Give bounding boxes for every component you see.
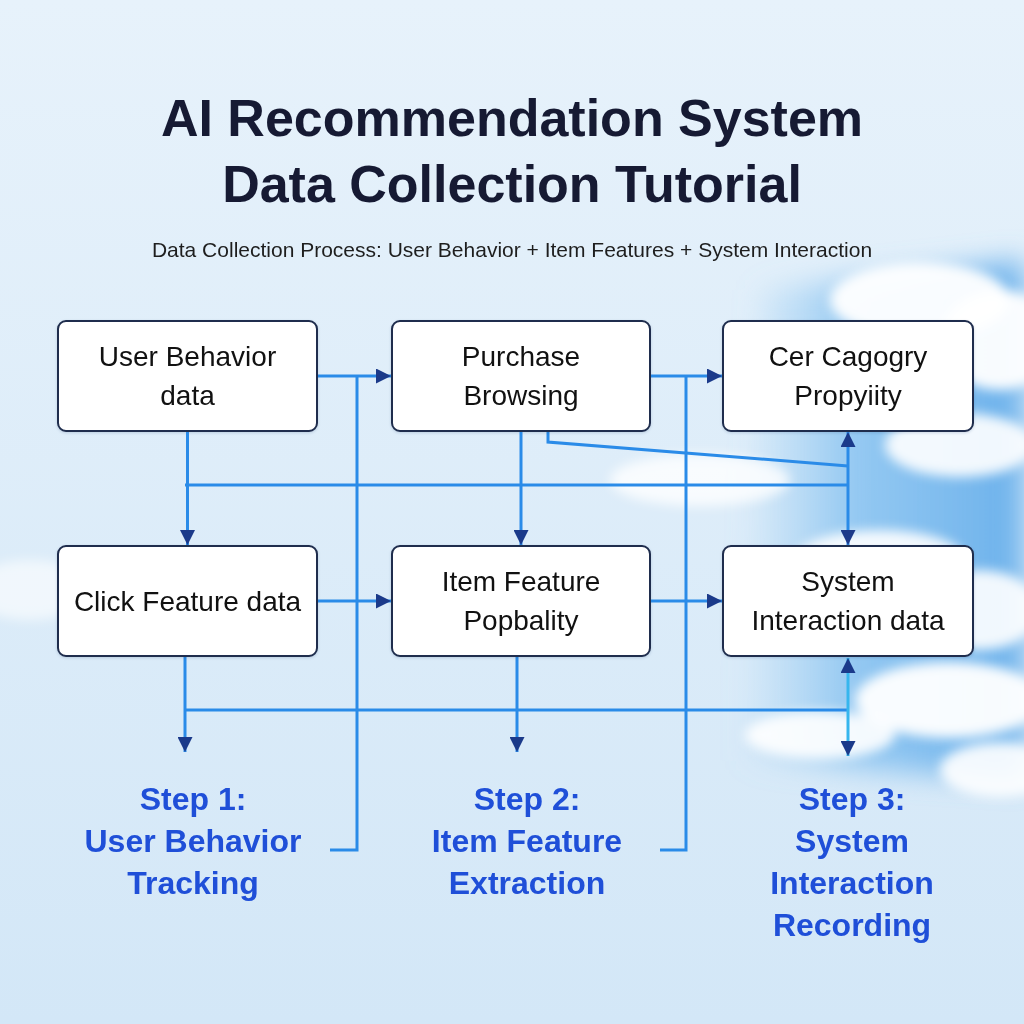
box-text: Purchase Browsing: [403, 337, 639, 415]
box-text: Item Feature Popbality: [403, 562, 639, 640]
flow-arrow: [651, 600, 722, 603]
box-text: User Behavior data: [69, 337, 306, 415]
step-heading: Step 3:: [742, 778, 962, 820]
clouds: [0, 262, 1024, 798]
bracket-wire: [330, 376, 357, 850]
process-box: User Behavior data: [57, 320, 318, 432]
step-arrow: [184, 656, 187, 752]
step-heading: Step 1:: [58, 778, 328, 820]
cloud: [940, 742, 1024, 798]
cross-wire: [548, 432, 848, 466]
step-description: User Behavior Tracking: [58, 820, 328, 904]
flow-arrow: [186, 432, 189, 545]
box-text: Click Feature data: [74, 582, 301, 621]
process-box: System Interaction data: [722, 545, 974, 657]
box-text: System Interaction data: [734, 562, 962, 640]
step-heading: Step 2:: [392, 778, 662, 820]
step-description: System Interaction Recording: [742, 820, 962, 946]
flow-arrow: [520, 432, 523, 545]
bracket-wire: [660, 376, 686, 850]
step-arrow: [516, 656, 519, 752]
process-box: Item Feature Popbality: [391, 545, 651, 657]
diagram-title: AI Recommendation System Data Collection…: [102, 85, 922, 217]
subtitle: Data Collection Process: User Behavior +…: [12, 236, 1012, 264]
step-arrow: [847, 658, 850, 756]
cloud: [610, 454, 790, 506]
cross-wire: [185, 484, 848, 487]
box-text: Cer Cagogry Propyiity: [734, 337, 962, 415]
flow-arrow: [651, 375, 722, 378]
process-box: Purchase Browsing: [391, 320, 651, 432]
process-box: Click Feature data: [57, 545, 318, 657]
process-box: Cer Cagogry Propyiity: [722, 320, 974, 432]
cloud: [745, 711, 895, 759]
flow-arrow: [847, 432, 850, 545]
flow-arrow: [318, 375, 391, 378]
step-description: Item Feature Extraction: [392, 820, 662, 904]
flow-arrow: [318, 600, 391, 603]
